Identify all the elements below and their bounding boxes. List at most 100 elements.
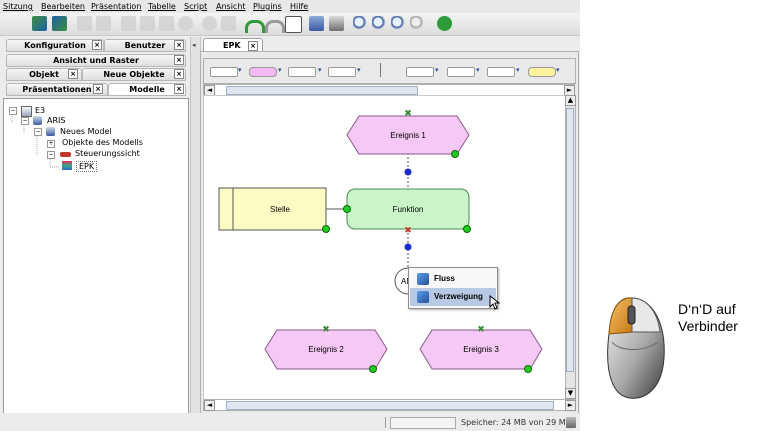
tree-expander-e3[interactable]: − <box>9 107 17 115</box>
palette-dropdown-icon[interactable]: ▾ <box>357 66 361 74</box>
diagram-canvas[interactable]: Ereignis 1 ✖ Funktion ✖ Stelle AN Ereign… <box>203 95 567 400</box>
tree-item-steuerungssicht[interactable]: Steuerungssicht <box>75 149 140 158</box>
refresh-icon[interactable] <box>437 16 452 31</box>
flow-connector-point[interactable] <box>404 168 412 176</box>
print-preview-icon[interactable] <box>309 16 324 31</box>
palette-function-shape[interactable] <box>249 67 277 77</box>
grid-icon[interactable] <box>221 16 236 31</box>
event-2-handle[interactable] <box>369 365 377 373</box>
tree-expander-aris[interactable]: − <box>21 117 29 125</box>
palette-doc-shape[interactable] <box>406 67 434 77</box>
tree-expander-neues-model[interactable]: − <box>34 128 42 136</box>
tab-ansicht-und-raster[interactable]: Ansicht und Raster <box>6 54 186 67</box>
close-ansicht-icon[interactable]: × <box>174 55 184 65</box>
close-objekt-icon[interactable]: × <box>68 69 78 79</box>
tree-item-objekte-des-modells[interactable]: Objekte des Modells <box>62 138 143 147</box>
menu-ansicht[interactable]: Ansicht <box>216 2 246 11</box>
collapse-arrow-icon[interactable]: ◂ <box>192 41 196 49</box>
menu-plugins[interactable]: Plugins <box>253 2 282 11</box>
palette-scroll-thumb[interactable] <box>226 86 418 95</box>
export-icon[interactable] <box>52 16 67 31</box>
palette-dropdown-icon[interactable]: ▾ <box>476 66 480 74</box>
list-icon[interactable] <box>285 16 302 33</box>
close-benutzer-icon[interactable]: × <box>174 40 184 50</box>
zoom-fit-icon[interactable] <box>391 16 406 31</box>
scroll-down-icon[interactable]: ▼ <box>565 388 576 399</box>
palette-org-shape[interactable] <box>288 67 316 77</box>
event-2-shape[interactable] <box>264 329 388 370</box>
flow-connector-point[interactable] <box>404 243 412 251</box>
org-unit-shape[interactable] <box>218 187 327 231</box>
print-icon[interactable] <box>329 16 344 31</box>
cut-icon[interactable] <box>121 16 136 31</box>
palette-system-shape[interactable] <box>447 67 475 77</box>
palette-role-shape[interactable] <box>328 67 356 77</box>
palette-dropdown-icon[interactable]: ▾ <box>556 66 560 74</box>
function-handle[interactable] <box>463 225 471 233</box>
tree-item-aris[interactable]: ARIS <box>47 116 66 125</box>
menu-hilfe[interactable]: Hilfe <box>290 2 309 11</box>
model-icon <box>46 127 55 136</box>
undo-icon[interactable] <box>245 20 265 33</box>
redo-icon[interactable] <box>265 20 285 33</box>
scroll-up-icon[interactable]: ▲ <box>565 95 576 106</box>
scroll-right-icon[interactable]: ► <box>565 400 576 411</box>
menu-bearbeiten[interactable]: Bearbeiten <box>41 2 85 11</box>
close-epk-icon[interactable]: × <box>248 41 258 51</box>
palette-dropdown-icon[interactable]: ▾ <box>278 66 282 74</box>
palette-dropdown-icon[interactable]: ▾ <box>516 66 520 74</box>
tree-expander-steuerungssicht[interactable]: − <box>47 151 55 159</box>
tab-praesentationen[interactable]: Präsentationen <box>6 83 108 96</box>
copy-doc-icon[interactable] <box>96 16 111 31</box>
menu-script[interactable]: Script <box>184 2 208 11</box>
tab-modelle[interactable]: Modelle <box>108 83 186 96</box>
canvas-hscroll-thumb[interactable] <box>226 401 554 410</box>
palette-dropdown-icon[interactable]: ▾ <box>238 66 242 74</box>
tree-expander-objekte[interactable]: + <box>47 140 55 148</box>
menu-praesentation[interactable]: Präsentation <box>91 2 142 11</box>
menu-tabelle[interactable]: Tabelle <box>148 2 176 11</box>
palette-dropdown-icon[interactable]: ▾ <box>435 66 439 74</box>
menu-item-fluss[interactable]: Fluss <box>410 270 496 288</box>
palette-data-shape[interactable] <box>487 67 515 77</box>
event-1-shape[interactable] <box>346 115 470 155</box>
menu-sitzung[interactable]: Sitzung <box>3 2 33 11</box>
close-konfiguration-icon[interactable]: × <box>92 40 102 50</box>
import-icon[interactable] <box>32 16 47 31</box>
stop-icon[interactable] <box>202 16 217 31</box>
tab-neue-objekte[interactable]: Neue Objekte <box>82 68 186 81</box>
zoom-out-icon[interactable] <box>372 16 387 31</box>
new-doc-icon[interactable] <box>77 16 92 31</box>
canvas-vertical-scrollbar[interactable]: ▲ ▼ <box>565 95 576 400</box>
close-modelle-icon[interactable]: × <box>174 84 184 94</box>
tab-benutzer[interactable]: Benutzer <box>104 39 186 52</box>
tree-item-e3[interactable]: E3 <box>35 106 46 115</box>
connector-tool-icon[interactable] <box>380 63 381 77</box>
org-unit-handle[interactable] <box>322 225 330 233</box>
palette-dropdown-icon[interactable]: ▾ <box>318 66 322 74</box>
tree-item-neues-model[interactable]: Neues Model <box>60 127 112 136</box>
function-handle-left[interactable] <box>343 205 351 213</box>
delete-icon[interactable] <box>159 16 174 31</box>
zoom-reset-icon[interactable] <box>410 16 425 31</box>
canvas-horizontal-scrollbar[interactable]: ◄ ► <box>203 399 576 411</box>
tab-konfiguration[interactable]: Konfiguration <box>6 39 104 52</box>
palette-event-shape[interactable] <box>210 67 238 77</box>
tab-objekt[interactable]: Objekt <box>6 68 82 81</box>
model-tree: − E3 − ARIS − Neues Model + Objekte des … <box>3 98 189 414</box>
canvas-vscroll-thumb[interactable] <box>566 108 574 372</box>
palette-note-shape[interactable] <box>528 67 556 77</box>
scroll-left-icon[interactable]: ◄ <box>204 400 215 411</box>
close-neue-objekte-icon[interactable]: × <box>174 69 184 79</box>
menu-item-verzweigung[interactable]: Verzweigung <box>410 288 496 306</box>
paste-icon[interactable] <box>140 16 155 31</box>
event-3-handle[interactable] <box>524 365 532 373</box>
toolbar <box>0 13 580 36</box>
trash-icon[interactable] <box>566 417 576 428</box>
record-icon[interactable] <box>178 16 193 31</box>
tree-item-epk[interactable]: EPK <box>76 161 98 172</box>
zoom-in-icon[interactable] <box>353 16 368 31</box>
event-1-handle[interactable] <box>451 150 459 158</box>
close-praesentationen-icon[interactable]: × <box>93 84 103 94</box>
event-3-shape[interactable] <box>419 329 543 370</box>
